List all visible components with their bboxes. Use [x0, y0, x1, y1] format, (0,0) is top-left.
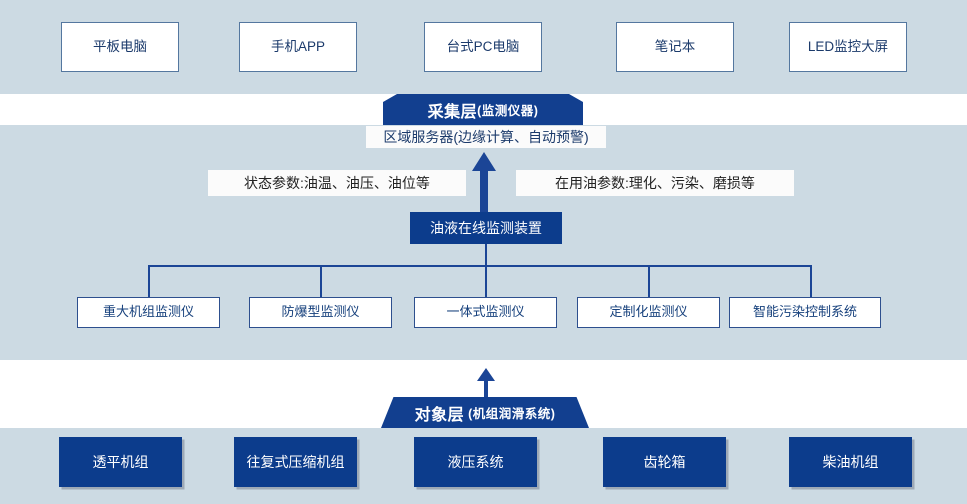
- regional-server-label: 区域服务器(边缘计算、自动预警): [366, 126, 606, 148]
- device-box-major-unit-monitor[interactable]: 重大机组监测仪: [77, 297, 220, 328]
- connector-hub-stem: [485, 244, 487, 266]
- object-layer-banner: 对象层 (机组润滑系统): [381, 397, 589, 428]
- banner-subtitle: (机组润滑系统): [468, 407, 556, 421]
- status-parameter-label: 状态参数:油温、油压、油位等: [208, 170, 466, 196]
- object-box-gearbox[interactable]: 齿轮箱: [603, 437, 726, 487]
- connector-drop-5: [810, 265, 812, 298]
- banner-title: 对象层: [414, 406, 465, 424]
- object-box-reciprocating-compressor[interactable]: 往复式压缩机组: [234, 437, 357, 487]
- connector-bus: [148, 265, 811, 267]
- terminal-label: 笔记本: [654, 39, 696, 55]
- monitoring-device-hub[interactable]: 油液在线监测装置: [410, 212, 562, 244]
- object-box-diesel-unit[interactable]: 柴油机组: [789, 437, 912, 487]
- arrow-up-thin-icon: [477, 368, 495, 404]
- terminal-box-led-screen[interactable]: LED监控大屏: [789, 22, 907, 72]
- device-label: 智能污染控制系统: [752, 304, 857, 320]
- status-parameter-text: 状态参数:油温、油压、油位等: [244, 174, 430, 191]
- hub-label: 油液在线监测装置: [430, 219, 542, 236]
- terminal-box-mobile-app[interactable]: 手机APP: [239, 22, 357, 72]
- device-box-smart-contamination-control[interactable]: 智能污染控制系统: [729, 297, 881, 328]
- oil-parameter-label: 在用油参数:理化、污染、磨损等: [516, 170, 794, 196]
- arrow-up-thick-icon: [472, 152, 496, 214]
- object-label: 柴油机组: [822, 453, 879, 470]
- object-label: 透平机组: [92, 453, 149, 470]
- terminal-label: 平板电脑: [93, 39, 147, 55]
- terminal-box-tablet[interactable]: 平板电脑: [61, 22, 179, 72]
- connector-drop-1: [148, 265, 150, 298]
- object-label: 液压系统: [447, 453, 504, 470]
- device-label: 一体式监测仪: [446, 304, 525, 320]
- connector-drop-3: [485, 265, 487, 298]
- object-label: 齿轮箱: [643, 453, 686, 470]
- device-box-integrated-monitor[interactable]: 一体式监测仪: [414, 297, 557, 328]
- terminal-label: LED监控大屏: [807, 39, 889, 55]
- object-label: 往复式压缩机组: [246, 453, 345, 470]
- terminal-box-desktop-pc[interactable]: 台式PC电脑: [424, 22, 542, 72]
- object-box-turbine-unit[interactable]: 透平机组: [59, 437, 182, 487]
- banner-subtitle: (监测仪器): [477, 104, 539, 118]
- oil-parameter-text: 在用油参数:理化、污染、磨损等: [555, 174, 755, 191]
- collection-layer-banner: 采集层 (监测仪器): [383, 94, 583, 125]
- banner-title: 采集层: [427, 103, 478, 121]
- device-label: 重大机组监测仪: [102, 304, 194, 320]
- device-box-customized-monitor[interactable]: 定制化监测仪: [577, 297, 720, 328]
- object-box-hydraulic-system[interactable]: 液压系统: [414, 437, 537, 487]
- terminal-label: 台式PC电脑: [446, 39, 520, 55]
- device-label: 防爆型监测仪: [281, 304, 360, 320]
- regional-server-text: 区域服务器(边缘计算、自动预警): [383, 128, 589, 145]
- terminal-label: 手机APP: [270, 39, 325, 55]
- connector-drop-4: [648, 265, 650, 298]
- connector-drop-2: [320, 265, 322, 298]
- terminal-box-laptop[interactable]: 笔记本: [616, 22, 734, 72]
- device-box-explosion-proof-monitor[interactable]: 防爆型监测仪: [249, 297, 392, 328]
- device-label: 定制化监测仪: [609, 304, 688, 320]
